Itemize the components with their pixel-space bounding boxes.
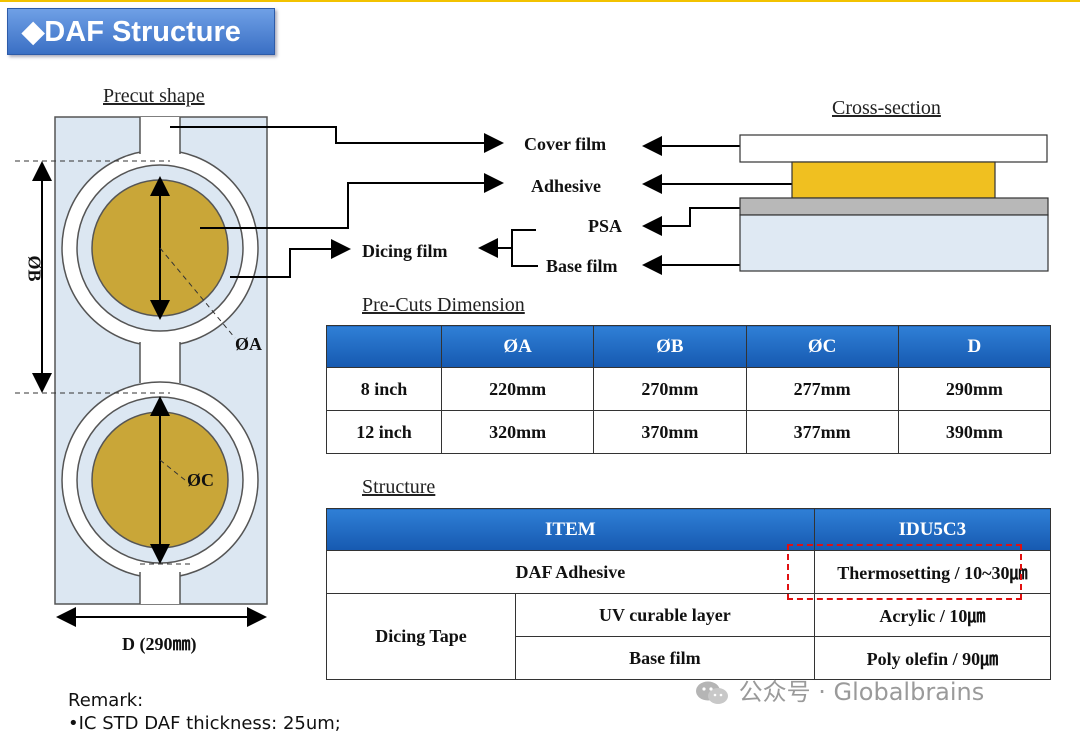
dim-header-a: ØA [440,325,595,368]
psa-layer [739,197,1049,216]
adhesive-layer [791,161,996,199]
dim-cell: 370mm [593,410,747,454]
cover-film-layer [739,134,1048,163]
struct-base-layer: Base film [515,636,815,680]
precut-diagram [15,116,268,627]
label-base-film: Base film [546,256,618,276]
dim-cell: 270mm [593,367,747,411]
dim-cell: 277mm [745,367,899,411]
struct-daf-value: Thermosetting / 10~30㎛ [813,550,1052,594]
label-psa: PSA [588,216,623,236]
label-a-diameter: ØA [235,334,262,354]
structure-table: ITEM IDU5C3 DAF Adhesive Thermosetting /… [326,508,1052,680]
dim-cell: 220mm [440,367,595,411]
watermark-text: 公众号 · Globalbrains [738,678,985,706]
base-film-layer [739,214,1049,272]
label-d-width: D (290㎜) [122,634,197,654]
remark-line: •IC STD DAF thickness: 25um; [68,713,341,734]
table-row: 8 inch 220mm 270mm 277mm 290mm [326,367,1052,411]
struct-uv-value: Acrylic / 10㎛ [813,593,1052,637]
dim-header-blank [326,325,442,368]
highlight-box [787,544,1022,600]
label-adhesive: Adhesive [531,176,602,196]
structure-heading: Structure [362,476,436,498]
dim-cell: 390mm [897,410,1052,454]
dim-header-d: D [897,325,1052,368]
slide-title: ◆DAF Structure [7,8,275,55]
dimension-table: ØA ØB ØC D 8 inch 220mm 270mm 277mm 290m… [326,325,1052,454]
struct-daf-item: DAF Adhesive [326,550,815,594]
label-c-diameter: ØC [187,470,214,490]
dim-cell: 377mm [745,410,899,454]
dim-cell: 12 inch [326,410,442,454]
table-row: Base film Poly olefin / 90㎛ [327,636,1052,680]
struct-header-product: IDU5C3 [813,508,1052,551]
dim-header-b: ØB [593,325,747,368]
connector-arrows [170,126,793,278]
dim-cell: 290mm [897,367,1052,411]
table-row: DAF Adhesive Thermosetting / 10~30㎛ [326,550,1052,594]
struct-dicing-item: Dicing Tape [326,593,516,680]
watermark: 公众号 · Globalbrains [695,672,984,707]
struct-base-value: Poly olefin / 90㎛ [813,636,1052,680]
struct-header-item: ITEM [326,508,815,551]
cross-section-diagram [739,134,1049,272]
struct-uv-layer: UV curable layer [515,593,815,637]
dim-cell: 320mm [440,410,595,454]
table-row: Dicing Tape UV curable layer Acrylic / 1… [326,593,1052,680]
remark-label: Remark: [68,690,144,711]
label-dicing-film: Dicing film [362,241,448,261]
wechat-icon [696,681,728,704]
cross-section-heading: Cross-section [832,97,941,119]
top-accent-line [0,0,1080,2]
dim-cell: 8 inch [326,367,442,411]
precut-heading: Precut shape [103,85,205,107]
table-row: 12 inch 320mm 370mm 377mm 390mm [326,410,1052,454]
label-cover-film: Cover film [524,134,607,154]
dimension-heading: Pre-Cuts Dimension [362,294,525,316]
dim-header-c: ØC [745,325,899,368]
